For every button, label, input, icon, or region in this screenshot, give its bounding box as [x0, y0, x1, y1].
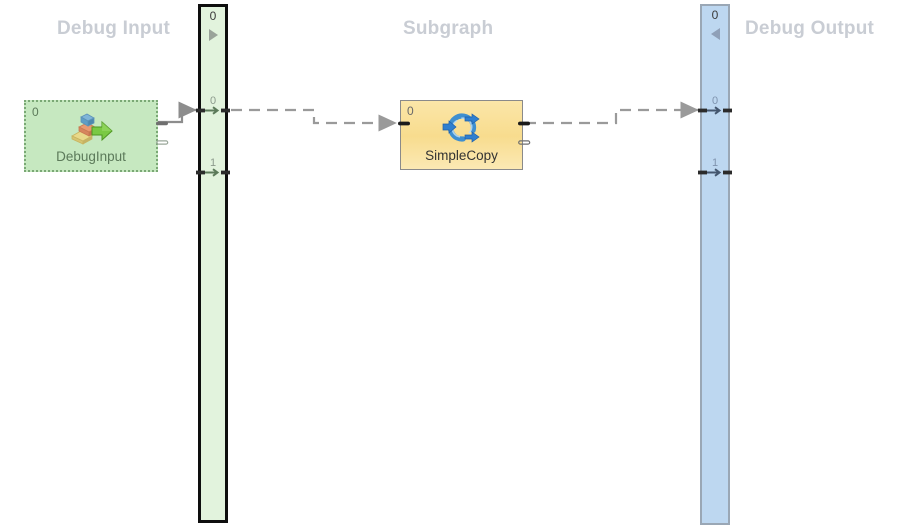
port-marker-icon [196, 168, 230, 177]
node-debuginput-output-0[interactable] [156, 120, 170, 127]
node-debuginput[interactable]: 0 [24, 100, 169, 172]
node-debuginput-output-1[interactable] [156, 139, 170, 146]
node-simplecopy-label: SimpleCopy [425, 148, 498, 163]
section-title-debug-output: Debug Output [745, 18, 875, 39]
section-title-debug-input: Debug Input [57, 18, 171, 39]
input-bar-index: 0 [209, 9, 217, 23]
section-title-subgraph: Subgraph [403, 18, 494, 39]
output-interface-bar[interactable]: 0 0 1 [698, 4, 732, 525]
node-simplecopy-output-1[interactable] [518, 139, 532, 146]
output-bar-index: 0 [711, 8, 719, 22]
triangle-left-icon [702, 28, 728, 40]
port-marker-icon [698, 168, 732, 177]
input-interface-bar[interactable]: 0 0 1 [196, 4, 230, 523]
node-simplecopy-output-0[interactable] [518, 120, 532, 127]
triangle-right-icon [201, 29, 225, 41]
wire-inputbar-to-simplecopy [231, 108, 397, 132]
node-debuginput-index: 0 [32, 105, 39, 119]
copy-arrows-icon [442, 113, 480, 143]
node-simplecopy-input-0[interactable] [397, 120, 411, 127]
node-simplecopy-index: 0 [407, 104, 414, 118]
port-marker-icon [698, 106, 732, 115]
debug-input-blocks-arrow-icon [71, 113, 113, 145]
wire-simplecopy-to-outputbar [525, 101, 699, 125]
port-marker-icon [196, 106, 230, 115]
node-debuginput-label: DebugInput [56, 149, 126, 164]
node-simplecopy[interactable]: 0 SimpleCopy [397, 100, 531, 170]
